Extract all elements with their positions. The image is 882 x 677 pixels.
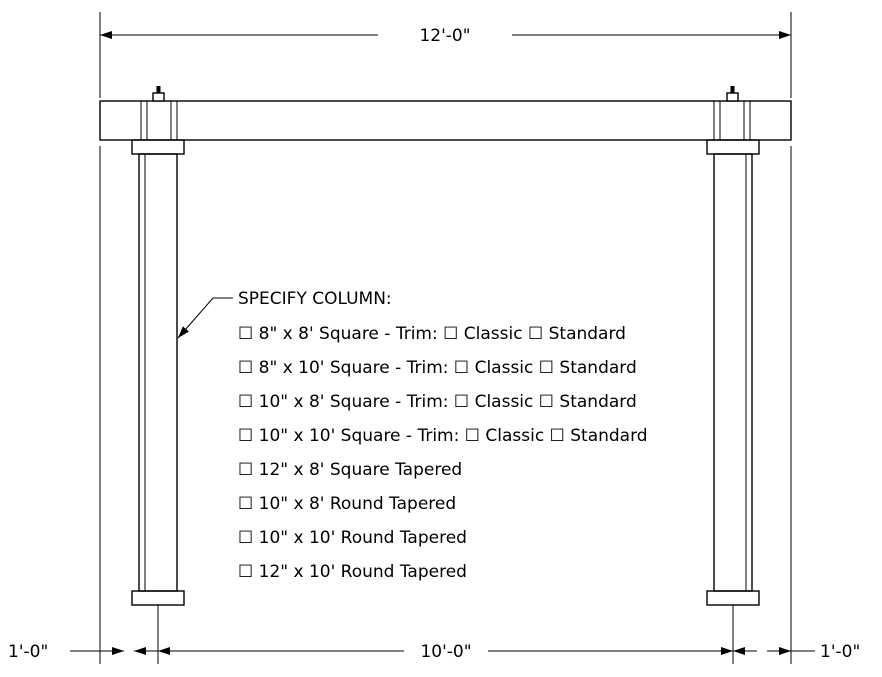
dimension-right-overhang-label: 1'-0" xyxy=(820,642,860,662)
note-option: ☐ 12" x 10' Round Tapered xyxy=(238,562,467,582)
dimension-left-overhang: 1'-0" xyxy=(8,642,158,662)
note-option: ☐ 8" x 10' Square - Trim: ☐ Classic ☐ St… xyxy=(238,358,637,378)
extension-lines xyxy=(99,12,792,664)
beam xyxy=(99,100,792,141)
left-column xyxy=(131,139,185,614)
right-top-bolt xyxy=(726,86,739,102)
note-option: ☐ 10" x 8' Round Tapered xyxy=(238,494,456,514)
note-option: ☐ 10" x 8' Square - Trim: ☐ Classic ☐ St… xyxy=(238,392,637,412)
dimension-left-overhang-label: 1'-0" xyxy=(8,642,48,662)
note-option: ☐ 10" x 10' Square - Trim: ☐ Classic ☐ S… xyxy=(238,426,648,446)
note-title: SPECIFY COLUMN: xyxy=(238,289,392,309)
note-leader xyxy=(177,297,233,339)
dimension-center-span-label: 10'-0" xyxy=(420,642,471,662)
note-option: ☐ 12" x 8' Square Tapered xyxy=(238,460,462,480)
note-option: ☐ 10" x 10' Round Tapered xyxy=(238,528,467,548)
dimension-overall-label: 12'-0" xyxy=(419,26,470,46)
dimension-overall: 12'-0" xyxy=(100,26,791,46)
left-top-bolt xyxy=(152,86,165,102)
dimension-center-span: 10'-0" xyxy=(158,642,733,662)
note-option: ☐ 8" x 8' Square - Trim: ☐ Classic ☐ Sta… xyxy=(238,324,626,344)
column-spec-note: SPECIFY COLUMN: ☐ 8" x 8' Square - Trim:… xyxy=(238,289,648,582)
right-column xyxy=(706,139,760,614)
dimension-right-overhang: 1'-0" xyxy=(733,642,860,662)
